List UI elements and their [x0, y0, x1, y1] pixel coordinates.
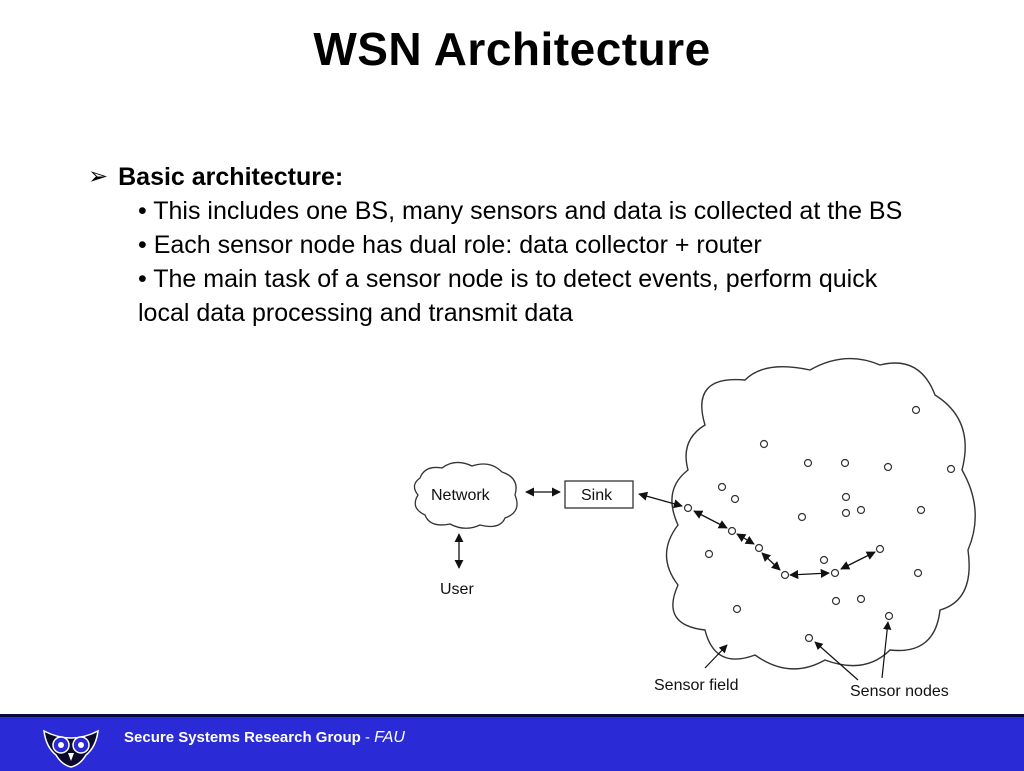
- slide-title: WSN Architecture: [313, 23, 711, 75]
- user-label: User: [440, 581, 474, 598]
- sensor-field-label: Sensor field: [654, 677, 739, 694]
- bullet-item: • Each sensor node has dual role: data c…: [138, 231, 762, 259]
- routing-path: [693, 510, 876, 580]
- sink-label: Sink: [581, 487, 613, 504]
- footer-bar: Secure Systems Research Group - FAU: [0, 714, 1024, 771]
- bullet-item: • The main task of a sensor node is to d…: [138, 265, 878, 327]
- arrow-bullet-icon: ➢: [88, 163, 109, 190]
- wsn-diagram: Network Sink User Sensor field Sensor no…: [413, 357, 976, 700]
- group-name: Secure Systems Research Group: [124, 729, 361, 746]
- footer-caption: Secure Systems Research Group - FAU: [124, 729, 405, 747]
- sink-box: [564, 480, 634, 509]
- network-label: Network: [431, 487, 491, 504]
- footer-separator: -: [360, 729, 375, 746]
- network-cloud: [413, 461, 518, 529]
- owl-logo-icon: [43, 729, 99, 768]
- sensor-field-pointer: [704, 644, 728, 669]
- heading-text: Basic architecture:: [118, 163, 344, 191]
- sensor-nodes: [683, 405, 956, 643]
- sensor-nodes-pointer: [881, 621, 892, 679]
- org-name: FAU: [374, 729, 405, 746]
- sensor-field-cloud: [665, 357, 976, 670]
- slide-body: ➢ Basic architecture: • This includes on…: [88, 160, 908, 330]
- section-heading: ➢ Basic architecture:: [88, 160, 908, 194]
- sensor-nodes-label: Sensor nodes: [850, 683, 949, 700]
- bullet-item: • This includes one BS, many sensors and…: [138, 197, 903, 225]
- sink-node-link: [638, 491, 683, 509]
- sensor-nodes-pointer: [814, 641, 859, 681]
